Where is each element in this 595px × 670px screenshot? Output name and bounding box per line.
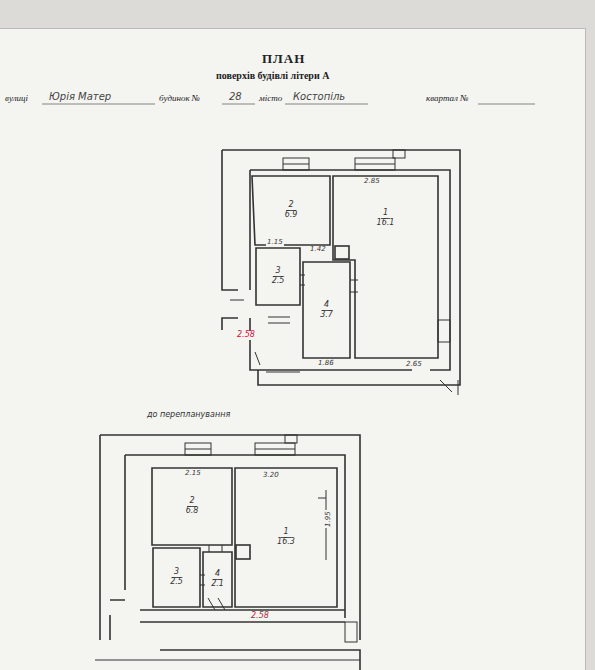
header-field: 28 — [228, 91, 243, 102]
subtitle: поверхів будівлі літери А — [215, 70, 330, 81]
room-number: 4 — [322, 301, 331, 311]
header-field: Костопіль — [292, 91, 346, 102]
room-area-value: 2.1 — [211, 580, 224, 589]
plan-caption: до перепланування — [146, 411, 231, 420]
room-area: 116.3 — [237, 470, 335, 605]
room-area-value: 2.5 — [170, 578, 183, 587]
paper-sheet — [0, 28, 586, 670]
dimension-label: 2.15 — [184, 470, 202, 478]
room-number: 3 — [273, 267, 282, 277]
dimension-label: 1.42 — [309, 246, 327, 254]
room-number: 4 — [213, 570, 222, 580]
dimension-label: 1.95 — [325, 510, 333, 528]
room-area: 32.5 — [155, 550, 198, 605]
room-area-value: 16.3 — [277, 538, 295, 547]
dimension-label: 3.20 — [262, 472, 280, 480]
dimension-label: 1.15 — [266, 239, 284, 247]
room-area-value: 6.8 — [186, 507, 199, 516]
room-number: 2 — [286, 201, 295, 211]
header-field: вулиці — [4, 94, 29, 104]
room-area-value: 2.5 — [272, 277, 285, 286]
header-field: місто — [258, 94, 283, 104]
room-number: 1 — [381, 209, 390, 219]
room-number: 1 — [281, 528, 290, 538]
room-area: 43.7 — [305, 264, 348, 356]
room-area: 116.1 — [335, 178, 436, 258]
title: ПЛАН — [262, 52, 305, 66]
header-field: квартал № — [425, 94, 470, 104]
header-field: 2.85 — [363, 178, 381, 186]
room-area: 26.8 — [154, 470, 230, 543]
room-area-value: 6.9 — [285, 211, 298, 220]
room-number: 2 — [187, 497, 196, 507]
dimension-label: 2.58 — [236, 331, 256, 340]
header-field: Юрія Матер — [48, 91, 112, 102]
room-area: 26.9 — [254, 178, 328, 243]
room-number: 3 — [172, 568, 181, 578]
room-area-value: 16.1 — [377, 219, 395, 228]
dimension-label: 2.58 — [250, 612, 270, 621]
room-area-value: 3.7 — [320, 311, 333, 320]
dimension-label: 2.65 — [405, 361, 423, 369]
dimension-label: 1.86 — [317, 360, 335, 368]
room-area: 42.1 — [205, 554, 230, 605]
room-area: 32.5 — [258, 250, 298, 303]
header-field: будинок № — [158, 94, 201, 104]
